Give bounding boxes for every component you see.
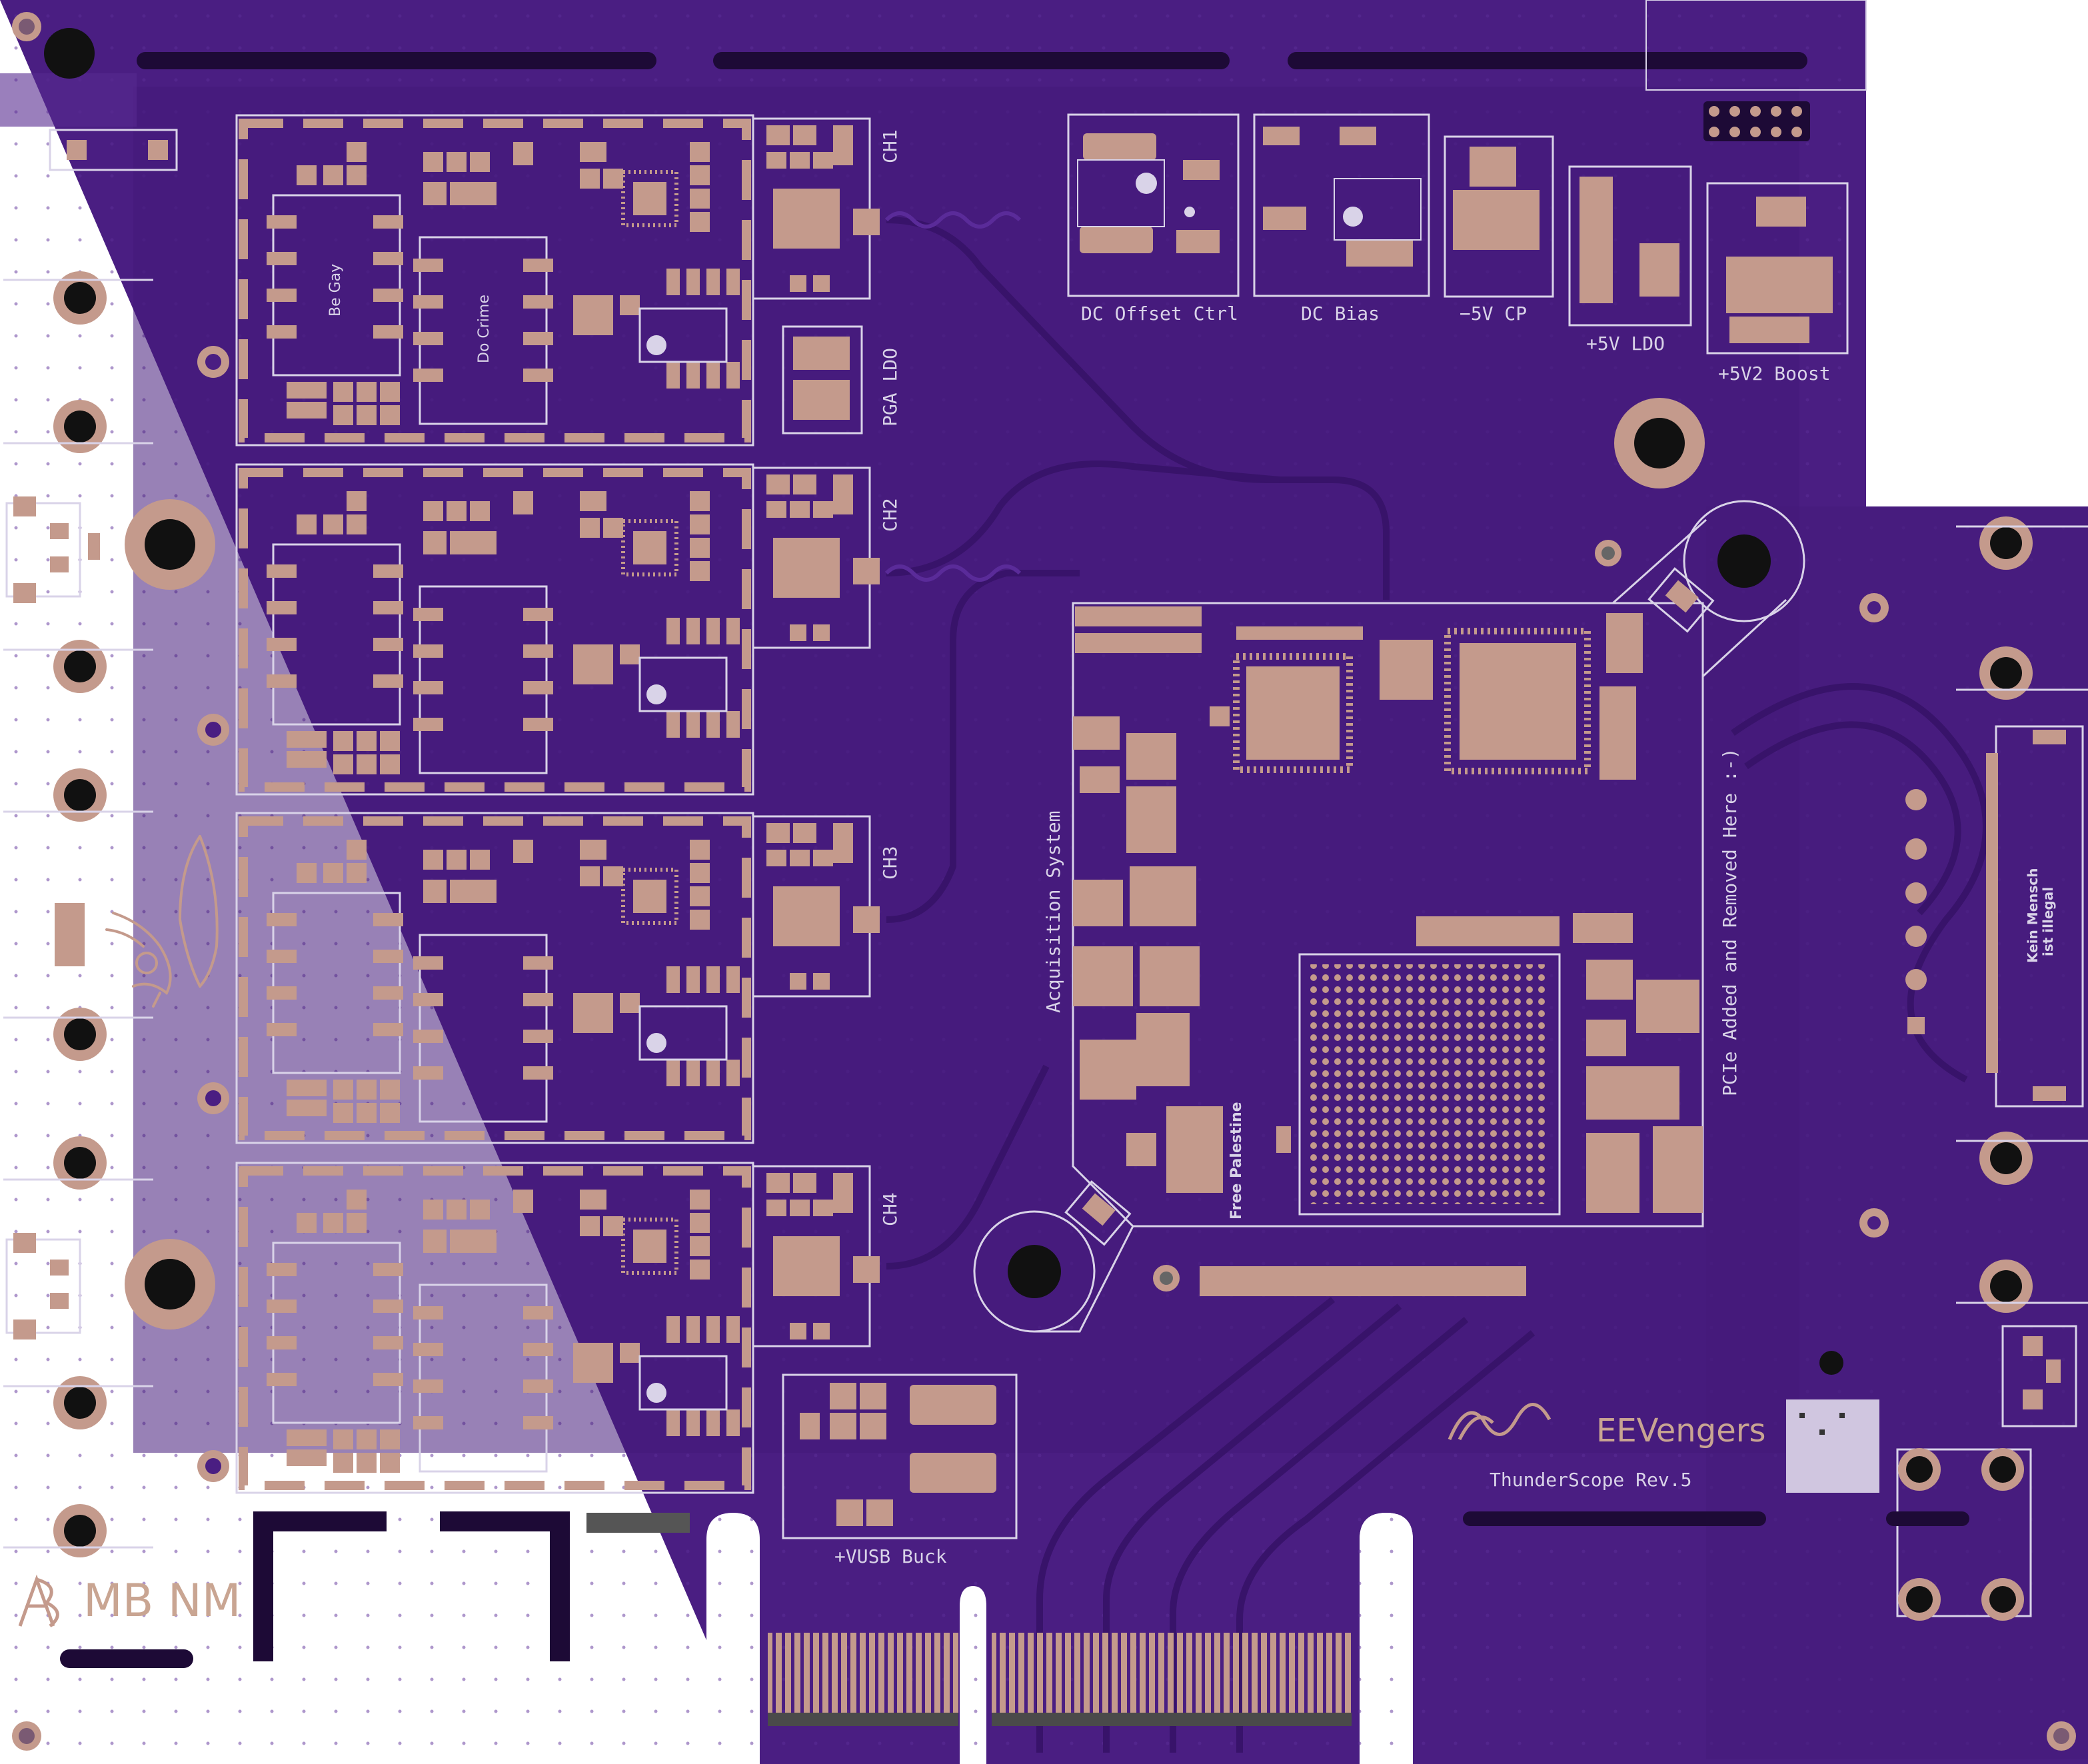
label-dc-bias: DC Bias [1301,303,1380,325]
product-name: ThunderScope Rev.5 [1490,1469,1691,1491]
bottom-edge-strips [60,1511,1969,1668]
label-ch4: CH4 [879,1192,901,1226]
header-pads [793,127,1833,420]
channel-block-4 [235,1162,880,1494]
label-neg5v-cp: −5V CP [1460,303,1527,325]
channel-block-1 [235,114,880,446]
label-kein-mensch-1: Kein Mensch [2025,868,2041,963]
channel-blocks [235,114,880,1494]
label-do-crime: Do Crime [476,295,493,363]
right-connector-column [1786,516,2088,1621]
label-ch3: CH3 [879,846,901,880]
label-dc-offset: DC Offset Ctrl [1081,303,1238,325]
author-monogram [18,1574,59,1627]
vusb-buck-parts [800,1383,996,1526]
label-pga-ldo: PGA LDO [879,348,901,427]
label-kein-mensch-2: ist illegal [2040,887,2056,956]
fairy-artwork [105,835,219,1008]
acquisition-outline [1072,602,1704,1228]
serpentine-traces [884,211,1022,582]
left-connector-column [3,129,229,1557]
brand-name: EEVengers [1596,1412,1765,1449]
channel-block-3 [235,812,880,1144]
label-pcie-note: PCIe Added and Removed Here :-) [1719,748,1741,1096]
top-edge-strips [137,52,1807,69]
label-ch1: CH1 [879,129,901,163]
label-vusb-buck: +VUSB Buck [834,1545,947,1567]
label-pos5v-ldo: +5V LDO [1586,333,1665,355]
header-pin-connector [1703,101,1810,141]
mounting-hole-acq-top [1683,500,1805,622]
signal-traces [886,217,1989,1753]
acq-passives [1073,606,1703,1213]
main-ics [1200,626,1633,1296]
label-acquisition: Acquisition System [1042,811,1064,1013]
label-pos5v2-boost: +5V2 Boost [1718,363,1831,385]
sine-wave-logo [1448,1403,1552,1441]
label-be-gay: Be Gay [327,264,344,317]
corner-holes [12,12,2076,1751]
header-blocks [782,113,1849,435]
pcie-edge-connector [768,1633,1352,1726]
vusb-buck-frame [782,1373,1018,1539]
initials: MB NM [83,1575,241,1627]
label-ch2: CH2 [879,498,901,532]
channel-block-2 [235,463,880,796]
label-free-palestine: Free Palestine [1228,1102,1245,1220]
silkscreen-text: CH1 CH2 CH3 CH4 PGA LDO Be Gay Do Crime … [83,129,2056,1627]
